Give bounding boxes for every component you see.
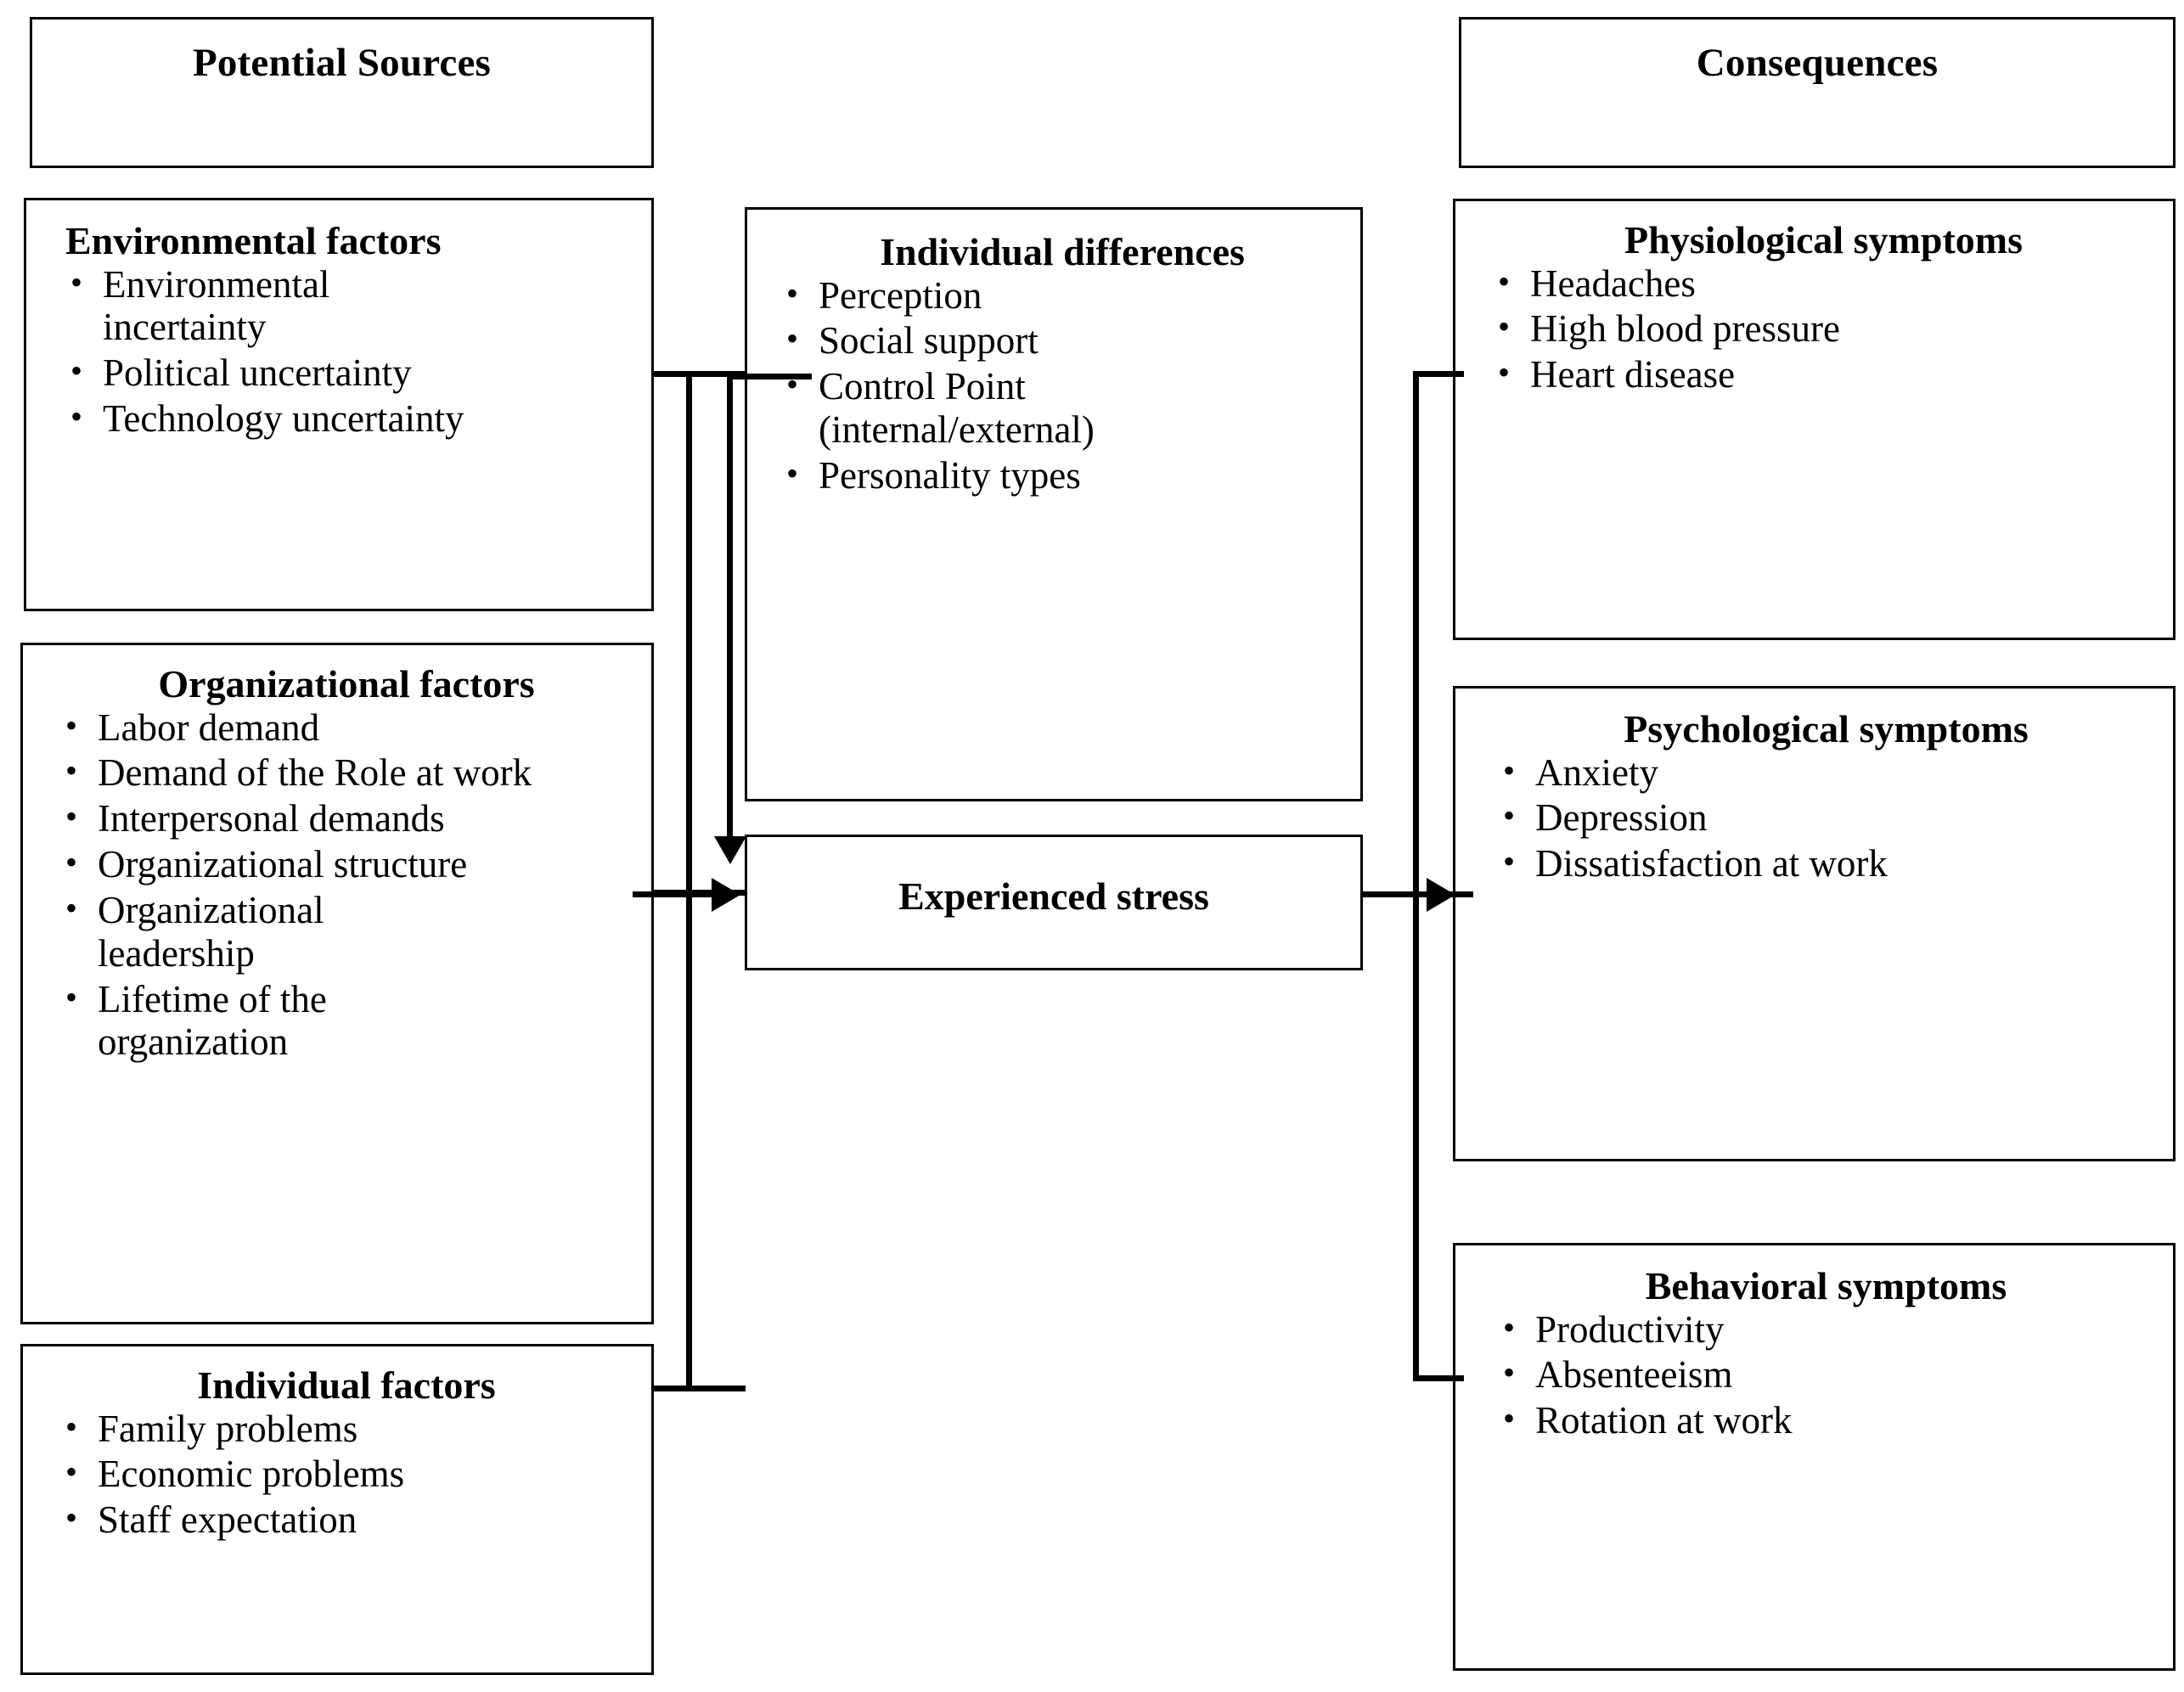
box-title-behavioral-symptoms: Behavioral symptoms: [1645, 1264, 2007, 1307]
box-behavioral-symptoms: Behavioral symptoms Productivity Absente…: [1453, 1243, 2176, 1671]
connector-individual-differences-stub: [727, 374, 812, 379]
list-physiological-symptoms: Headaches High blood pressure Heart dise…: [1493, 261, 2154, 397]
box-title-environmental-factors: Environmental factors: [65, 219, 442, 262]
list-item: Productivity: [1498, 1307, 2154, 1352]
list-item: Staff expectation: [60, 1497, 633, 1542]
arrowhead-into-psychological-symptoms: [1427, 878, 1455, 912]
list-item: Environmental incertainty: [65, 261, 459, 350]
list-item: Family problems: [60, 1406, 633, 1451]
connector-bus-to-behavioral: [1413, 1375, 1464, 1381]
connector-left-vertical-bus: [686, 371, 692, 1391]
header-title-potential-sources: Potential Sources: [192, 41, 492, 85]
list-item: Labor demand: [60, 705, 633, 750]
box-experienced-stress: Experienced stress: [745, 835, 1363, 970]
list-item: Interpersonal demands: [60, 795, 633, 840]
box-organizational-factors: Organizational factors Labor demand Dema…: [20, 643, 654, 1324]
list-item: Heart disease: [1493, 351, 2154, 396]
box-title-individual-differences: Individual differences: [880, 230, 1245, 273]
arrowhead-into-experienced-stress: [712, 878, 740, 912]
connector-individual-factors-to-bus: [652, 1386, 746, 1391]
connector-bus-to-experienced-stress: [633, 891, 726, 897]
list-item: High blood pressure: [1493, 306, 2154, 351]
list-item: Depression: [1498, 795, 2154, 840]
arrowhead-moderator-into-experienced-stress: [714, 836, 746, 864]
list-item: Economic problems: [60, 1451, 633, 1496]
box-title-physiological-symptoms: Physiological symptoms: [1624, 218, 2023, 261]
list-environmental-factors: Environmental incertainty Political unce…: [65, 261, 631, 441]
list-item: Rotation at work: [1498, 1397, 2154, 1442]
list-item: Anxiety: [1498, 750, 2154, 795]
list-item: Demand of the Role at work: [60, 750, 641, 795]
list-item: Perception: [781, 273, 1343, 318]
list-item: Dissatisfaction at work: [1498, 840, 2154, 885]
list-individual-factors: Family problems Economic problems Staff …: [60, 1406, 633, 1543]
box-title-experienced-stress: Experienced stress: [898, 874, 1209, 918]
box-individual-factors: Individual factors Family problems Econo…: [20, 1344, 654, 1675]
box-individual-differences: Individual differences Perception Social…: [745, 207, 1363, 801]
list-item: Headaches: [1493, 261, 2154, 306]
list-individual-differences: Perception Social support Control Point …: [781, 273, 1343, 497]
box-environmental-factors: Environmental factors Environmental ince…: [24, 198, 654, 611]
list-item: Control Point (internal/external): [781, 363, 1175, 452]
box-psychological-symptoms: Psychological symptoms Anxiety Depressio…: [1453, 686, 2176, 1161]
header-title-consequences: Consequences: [1696, 41, 1939, 85]
connector-environmental-to-bus: [652, 371, 746, 377]
list-item: Absenteeism: [1498, 1352, 2154, 1397]
header-box-consequences: Consequences: [1459, 17, 2176, 168]
list-organizational-factors: Labor demand Demand of the Role at work …: [60, 705, 633, 1065]
box-title-individual-factors: Individual factors: [197, 1363, 496, 1407]
box-title-psychological-symptoms: Psychological symptoms: [1624, 707, 2029, 750]
list-item: Organizational structure: [60, 841, 633, 886]
box-title-organizational-factors: Organizational factors: [158, 662, 535, 705]
list-psychological-symptoms: Anxiety Depression Dissatisfaction at wo…: [1498, 750, 2154, 886]
list-item: Political uncertainty: [65, 350, 631, 395]
connector-bus-to-physiological: [1413, 371, 1464, 377]
header-box-potential-sources: Potential Sources: [30, 17, 654, 168]
list-item: Technology uncertainty: [65, 396, 631, 441]
list-item: Lifetime of the organization: [60, 976, 463, 1065]
list-item: Social support: [781, 318, 1343, 363]
list-item: Organizational leadership: [60, 887, 463, 975]
list-behavioral-symptoms: Productivity Absenteeism Rotation at wor…: [1498, 1307, 2154, 1443]
list-item: Personality types: [781, 453, 1343, 497]
box-physiological-symptoms: Physiological symptoms Headaches High bl…: [1453, 199, 2176, 640]
connector-individual-differences-vertical: [727, 374, 733, 853]
connector-right-vertical-bus: [1413, 371, 1419, 1381]
